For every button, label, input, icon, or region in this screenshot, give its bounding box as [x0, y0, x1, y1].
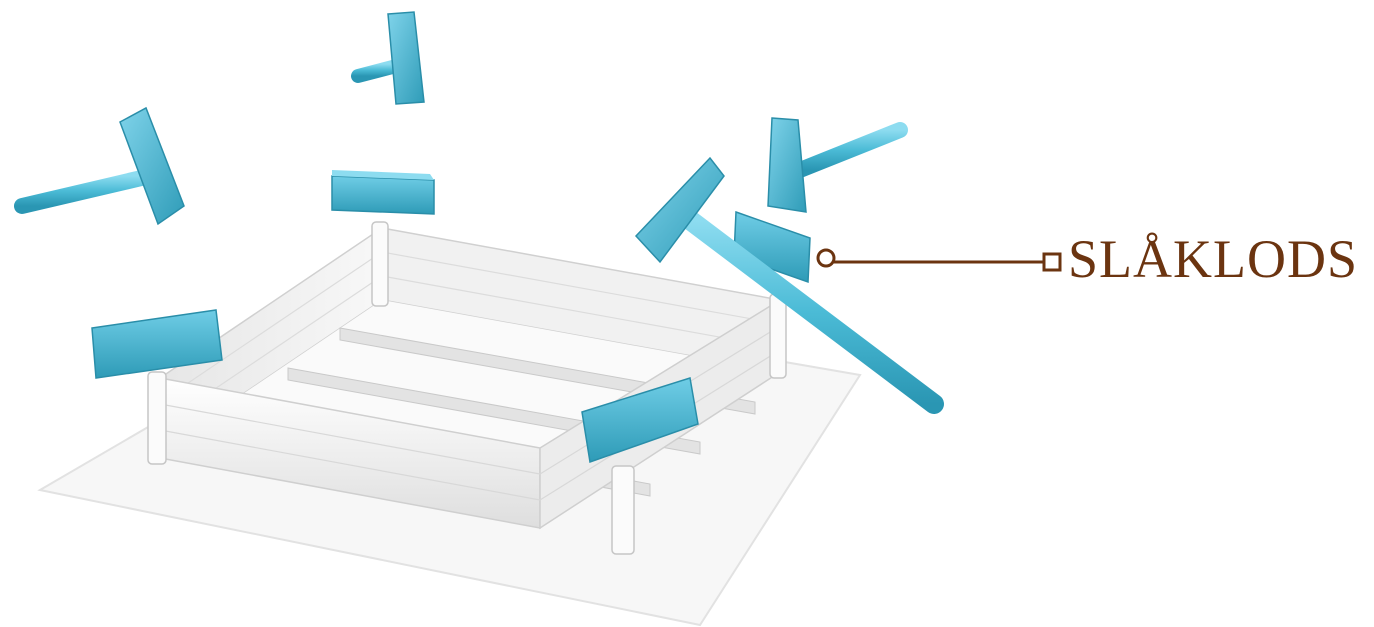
- hammer-icon: [351, 11, 425, 105]
- strike-block-icon: [91, 309, 223, 379]
- callout-label: SLÅKLODS: [1068, 229, 1359, 289]
- frame-corner-posts: [147, 221, 787, 555]
- hammer-icon: [767, 117, 908, 213]
- callout-end-marker-icon: [1042, 252, 1062, 272]
- callout-anchor-icon: [816, 248, 836, 268]
- hammer-icon: [14, 106, 185, 226]
- callout-leader: [816, 248, 1062, 272]
- strike-block-icon: [581, 377, 699, 464]
- hammer-icon: [634, 156, 944, 414]
- strike-block-icon: [331, 170, 435, 215]
